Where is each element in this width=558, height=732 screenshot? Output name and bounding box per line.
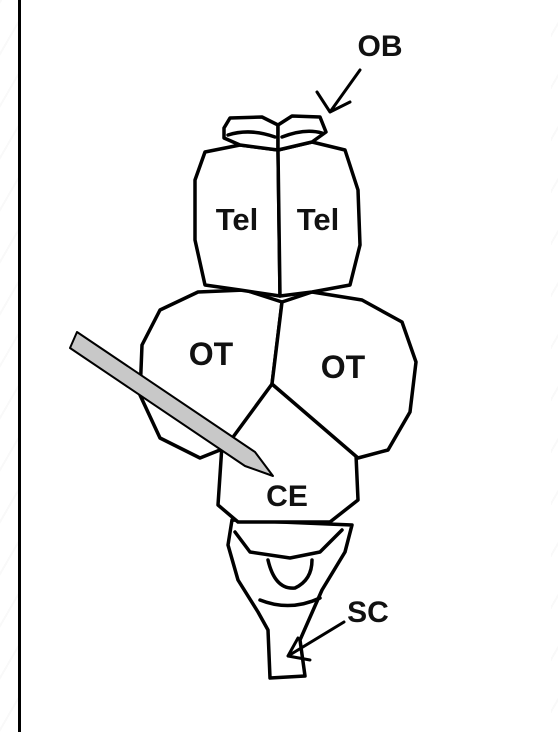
label-tel-right: Tel [297,202,340,237]
label-sc: SC [347,596,389,629]
label-ce: CE [266,480,308,513]
label-ot-right: OT [321,349,366,385]
label-ob: OB [358,30,403,63]
ob-arrow-icon [317,70,360,112]
label-tel-left: Tel [216,202,259,237]
label-ot-left: OT [189,336,234,372]
